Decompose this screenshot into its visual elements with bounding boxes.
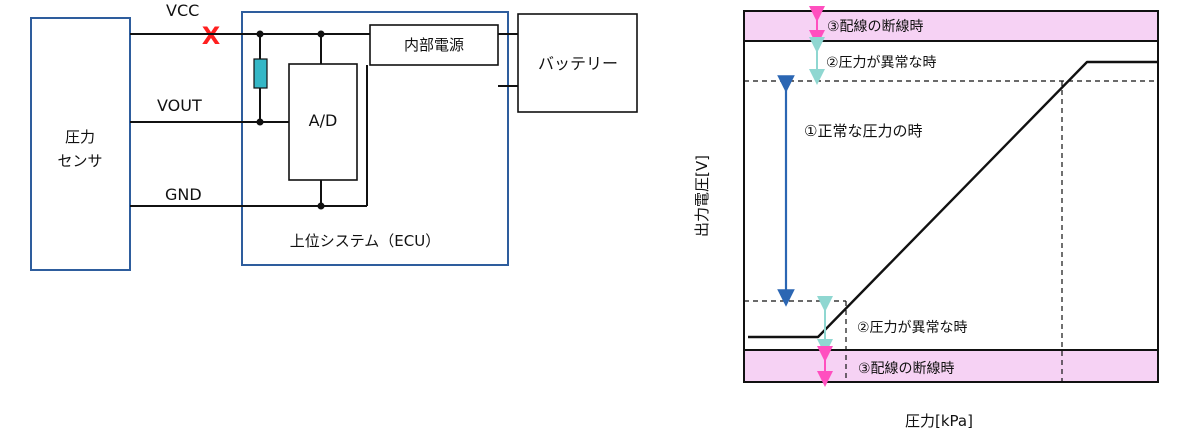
top-abnormal-label: ②圧力が異常な時 bbox=[826, 55, 937, 71]
x-axis-label: 圧力[kPa] bbox=[905, 412, 973, 430]
pressure-sensor-label-line1: 圧力 bbox=[65, 128, 95, 146]
bottom-abnormal-label: ②圧力が異常な時 bbox=[857, 320, 968, 336]
graph-frame bbox=[743, 10, 1159, 383]
pull-up-resistor bbox=[253, 58, 268, 89]
top-disconnection-band bbox=[744, 11, 1158, 41]
junction-vout-resistor bbox=[256, 118, 264, 126]
vcc-break-mark: X bbox=[202, 22, 221, 50]
circuit-wires bbox=[130, 33, 518, 207]
bottom-disconnection-band bbox=[744, 350, 1158, 382]
output-voltage-graph: ③配線の断線時 ②圧力が異常な時 ①正常な圧力の時 ②圧力が異常な時 ③配線の断… bbox=[693, 6, 1159, 430]
top-disconnection-label: ③配線の断線時 bbox=[827, 19, 924, 35]
y-axis-label: 出力電圧[V] bbox=[693, 155, 711, 237]
junction-vcc-ad bbox=[317, 30, 325, 38]
circuit-diagram: 圧力 センサ 上位システム（ECU） バッテリー 内部電源 A/D VCC VO… bbox=[30, 1, 638, 271]
ecu-label: 上位システム（ECU） bbox=[290, 232, 440, 250]
internal-power-box bbox=[369, 24, 499, 66]
vcc-label: VCC bbox=[166, 1, 199, 20]
vout-label: VOUT bbox=[157, 96, 202, 115]
pressure-sensor-label-line2: センサ bbox=[57, 152, 102, 170]
junction-gnd-ad bbox=[317, 202, 325, 210]
pressure-sensor-box bbox=[30, 17, 131, 271]
normal-range-label: ①正常な圧力の時 bbox=[804, 122, 922, 140]
gnd-label: GND bbox=[165, 185, 202, 204]
battery-box bbox=[517, 13, 638, 113]
battery-label: バッテリー bbox=[538, 54, 618, 73]
junction-vcc-resistor bbox=[256, 30, 264, 38]
ecu-box bbox=[241, 11, 509, 266]
internal-power-label: 内部電源 bbox=[404, 36, 464, 54]
ad-converter-label: A/D bbox=[309, 111, 338, 130]
circuit-junctions bbox=[256, 30, 325, 210]
bottom-disconnection-label: ③配線の断線時 bbox=[858, 361, 955, 377]
output-voltage-curve bbox=[748, 60, 1158, 339]
